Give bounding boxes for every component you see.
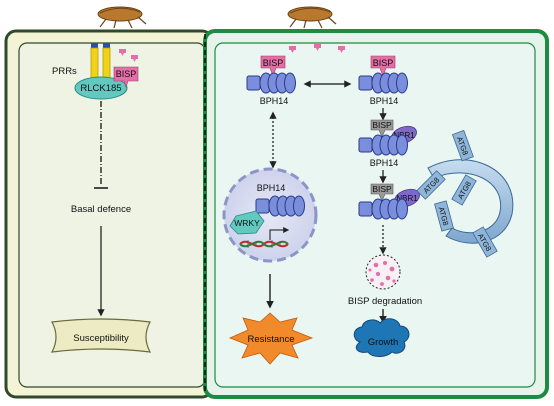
bisp-top-right-label: BISP [373, 58, 394, 68]
dna-helix [239, 240, 289, 248]
bisp-protein-complex-1 [370, 119, 394, 138]
bph14-protein-top-right [358, 72, 408, 94]
planthopper-icon [287, 6, 337, 29]
susceptible-cell [4, 29, 214, 399]
bisp-protein-complex-2 [370, 183, 394, 202]
bisp-nbr-2-label: BISP [372, 184, 392, 194]
resistance-burst [228, 312, 314, 365]
bisp-secreted-icon [289, 44, 345, 53]
rlck185-label: RLCK185 [80, 83, 121, 94]
growth-label: Growth [368, 337, 399, 348]
bisp-nbr-1-label: BISP [372, 120, 392, 130]
growth-cloud [353, 318, 410, 357]
wrky-protein [229, 210, 265, 235]
bph14-protein-mid-right [358, 134, 408, 156]
bisp-protein-top-mid [260, 55, 286, 77]
bisp-left-label: BISP [116, 69, 137, 79]
nucleus-bph14-label: BPH14 [257, 183, 286, 193]
prrs-label: PRRs [52, 66, 77, 77]
nucleus [222, 167, 318, 263]
wrky-label: WRKY [234, 218, 260, 228]
resistance-label: Resistance [248, 334, 295, 345]
bph14-top-mid-label: BPH14 [260, 96, 289, 106]
susceptibility-scroll [50, 318, 152, 353]
bisp-top-mid-label: BISP [263, 58, 284, 68]
planthopper-icon [97, 6, 147, 29]
bph14-mid-right-label: BPH14 [370, 158, 399, 168]
degradation-vesicle [365, 254, 401, 290]
autophagosome-membrane [427, 159, 514, 244]
atg8-protein-1: ATG8 [452, 129, 474, 162]
bisp-secreted-icon [119, 49, 138, 62]
bph14-protein-top-mid [246, 72, 296, 94]
rlck185-protein [74, 76, 128, 100]
bisp-protein-top-right [370, 55, 396, 77]
atg8-protein-4: ATG8 [434, 200, 454, 232]
bisp-protein-left [113, 66, 139, 88]
transcription-arrow [269, 227, 290, 240]
bisp-degradation-label: BISP degradation [348, 296, 422, 307]
bph14-top-right-label: BPH14 [370, 96, 399, 106]
nbr1-2-label: NBR1 [396, 194, 418, 203]
basal-defence-label: Basal defence [71, 204, 131, 215]
bph14-protein-nucleus [255, 195, 305, 217]
bph14-protein-complex-2 [358, 198, 408, 220]
susceptibility-label: Susceptibility [73, 333, 129, 344]
